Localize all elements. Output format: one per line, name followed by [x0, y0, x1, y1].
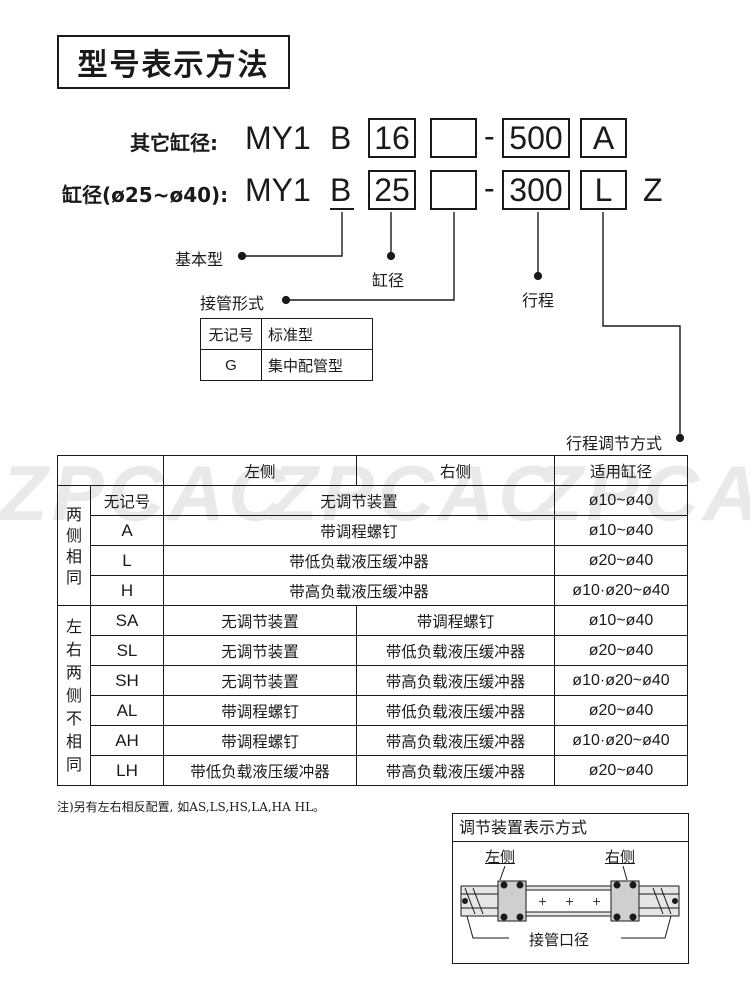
diagram-left-label: 左侧 — [485, 848, 516, 866]
row-code: AL — [90, 695, 164, 726]
row-bore: ø20~ø40 — [554, 545, 688, 576]
row2-suffix: Z — [643, 172, 663, 208]
row2-series: MY1 — [245, 172, 311, 208]
row2-piping-box — [430, 170, 477, 210]
header-left: 左侧 — [163, 455, 357, 486]
piping-table: 无记号 标准型 G 集中配管型 — [200, 318, 373, 381]
piping-code: G — [200, 349, 262, 381]
table-row: H 带高负载液压缓冲器 ø10·ø20~ø40 — [58, 575, 688, 606]
group-same-label: 两侧相同 — [57, 485, 91, 606]
row-spec: 带高负载液压缓冲器 — [163, 575, 555, 606]
row-left: 无调节装置 — [163, 635, 357, 666]
row-code: LH — [90, 755, 164, 786]
row1-type: B — [330, 120, 352, 156]
row-bore: ø10~ø40 — [554, 485, 688, 516]
table-row: AL 带调程螺钉 带低负载液压缓冲器 ø20~ø40 — [58, 695, 688, 726]
svg-text:+: + — [538, 895, 547, 908]
row-bore: ø10·ø20~ø40 — [554, 725, 688, 756]
row-left: 带调程螺钉 — [163, 725, 357, 756]
row-code: AH — [90, 725, 164, 756]
piping-row: G 集中配管型 — [200, 349, 373, 381]
row-code: 无记号 — [90, 485, 164, 516]
row1-stroke-box: 500 — [502, 118, 570, 158]
row2-stroke-box: 300 — [502, 170, 570, 210]
row-left: 带低负载液压缓冲器 — [163, 755, 357, 786]
row-spec: 带调程螺钉 — [163, 515, 555, 546]
callout-adjust-method: 行程调节方式 — [566, 434, 663, 453]
row-bore: ø10·ø20~ø40 — [554, 575, 688, 606]
row-bore: ø20~ø40 — [554, 755, 688, 786]
row-right: 带低负载液压缓冲器 — [356, 695, 555, 726]
footnote: 注)另有左右相反配置, 如AS,LS,HS,LA,HA HL。 — [57, 800, 326, 814]
callout-stroke: 行程 — [522, 291, 555, 310]
table-row: L 带低负载液压缓冲器 ø20~ø40 — [58, 545, 688, 576]
row1-dash: - — [484, 118, 495, 154]
row2-label: 缸径(ø25~ø40): — [62, 183, 229, 207]
adjuster-diagram: 调节装置表示方式 左侧 右侧 — [452, 813, 689, 964]
piping-desc: 集中配管型 — [261, 349, 373, 381]
page-title: 型号表示方法 — [57, 35, 290, 89]
piping-desc: 标准型 — [261, 318, 373, 350]
table-row: 左右两侧不相同 SA 无调节装置 带调程螺钉 ø10~ø40 — [57, 605, 688, 786]
table-header-row: 左侧 右侧 适用缸径 — [57, 455, 688, 486]
diagram-port-label: 接管口径 — [529, 931, 590, 949]
row-left: 无调节装置 — [163, 605, 357, 636]
svg-text:+: + — [592, 895, 601, 908]
piping-row: 无记号 标准型 — [200, 318, 373, 350]
table-row: LH 带低负载液压缓冲器 带高负载液压缓冲器 ø20~ø40 — [58, 755, 688, 786]
row-code: SA — [90, 605, 164, 636]
callout-piping: 接管形式 — [200, 294, 265, 313]
row-bore: ø20~ø40 — [554, 695, 688, 726]
row-code: H — [90, 575, 164, 606]
row-right: 带调程螺钉 — [356, 605, 555, 636]
row2-type: B — [330, 172, 352, 208]
row1-bore-box: 16 — [368, 118, 416, 158]
row-left: 无调节装置 — [163, 665, 357, 696]
row2-dash: - — [484, 170, 495, 206]
row-bore: ø10~ø40 — [554, 605, 688, 636]
row-right: 带低负载液压缓冲器 — [356, 635, 555, 666]
adjust-table: 左侧 右侧 适用缸径 两侧相同 无记号 无调节装置 ø10~ø40 A 带调程螺… — [57, 455, 688, 786]
row2-bore-box: 25 — [368, 170, 416, 210]
row1-label: 其它缸径: — [130, 131, 218, 155]
row-bore: ø20~ø40 — [554, 635, 688, 666]
row-bore: ø10~ø40 — [554, 515, 688, 546]
row1-series: MY1 — [245, 120, 311, 156]
row-spec: 无调节装置 — [163, 485, 555, 516]
callout-basic-type: 基本型 — [175, 250, 224, 269]
diagram-title: 调节装置表示方式 — [453, 814, 688, 842]
group-diff-text: 左右两侧不相同 — [65, 617, 82, 774]
row1-adjust-box: A — [580, 118, 627, 158]
row1-piping-box — [430, 118, 477, 158]
table-row: SH 无调节装置 带高负载液压缓冲器 ø10·ø20~ø40 — [58, 665, 688, 696]
group-same-text: 两侧相同 — [65, 504, 82, 587]
row-right: 带高负载液压缓冲器 — [356, 755, 555, 786]
row-code: L — [90, 545, 164, 576]
row2-type-underline — [330, 208, 354, 210]
callout-bore: 缸径 — [372, 271, 405, 290]
header-right: 右侧 — [356, 455, 555, 486]
header-blank — [57, 455, 164, 486]
row2-adjust-box: L — [580, 170, 627, 210]
row-right: 带高负载液压缓冲器 — [356, 725, 555, 756]
cylinder-drawing: + + + — [460, 866, 680, 939]
row-code: SL — [90, 635, 164, 666]
header-bore: 适用缸径 — [554, 455, 688, 486]
table-row: A 带调程螺钉 ø10~ø40 — [58, 515, 688, 546]
diagram-right-label: 右侧 — [605, 848, 636, 866]
svg-text:+: + — [565, 895, 574, 908]
group-diff-label: 左右两侧不相同 — [57, 605, 91, 786]
table-row: SL 无调节装置 带低负载液压缓冲器 ø20~ø40 — [58, 635, 688, 666]
row-code: SH — [90, 665, 164, 696]
piping-code: 无记号 — [200, 318, 262, 350]
row-spec: 带低负载液压缓冲器 — [163, 545, 555, 576]
table-row: AH 带调程螺钉 带高负载液压缓冲器 ø10·ø20~ø40 — [58, 725, 688, 756]
row-code: A — [90, 515, 164, 546]
table-row: 两侧相同 无记号 无调节装置 ø10~ø40 — [57, 485, 688, 606]
row-bore: ø10·ø20~ø40 — [554, 665, 688, 696]
callout-lines — [237, 212, 685, 443]
row-left: 带调程螺钉 — [163, 695, 357, 726]
row-right: 带高负载液压缓冲器 — [356, 665, 555, 696]
